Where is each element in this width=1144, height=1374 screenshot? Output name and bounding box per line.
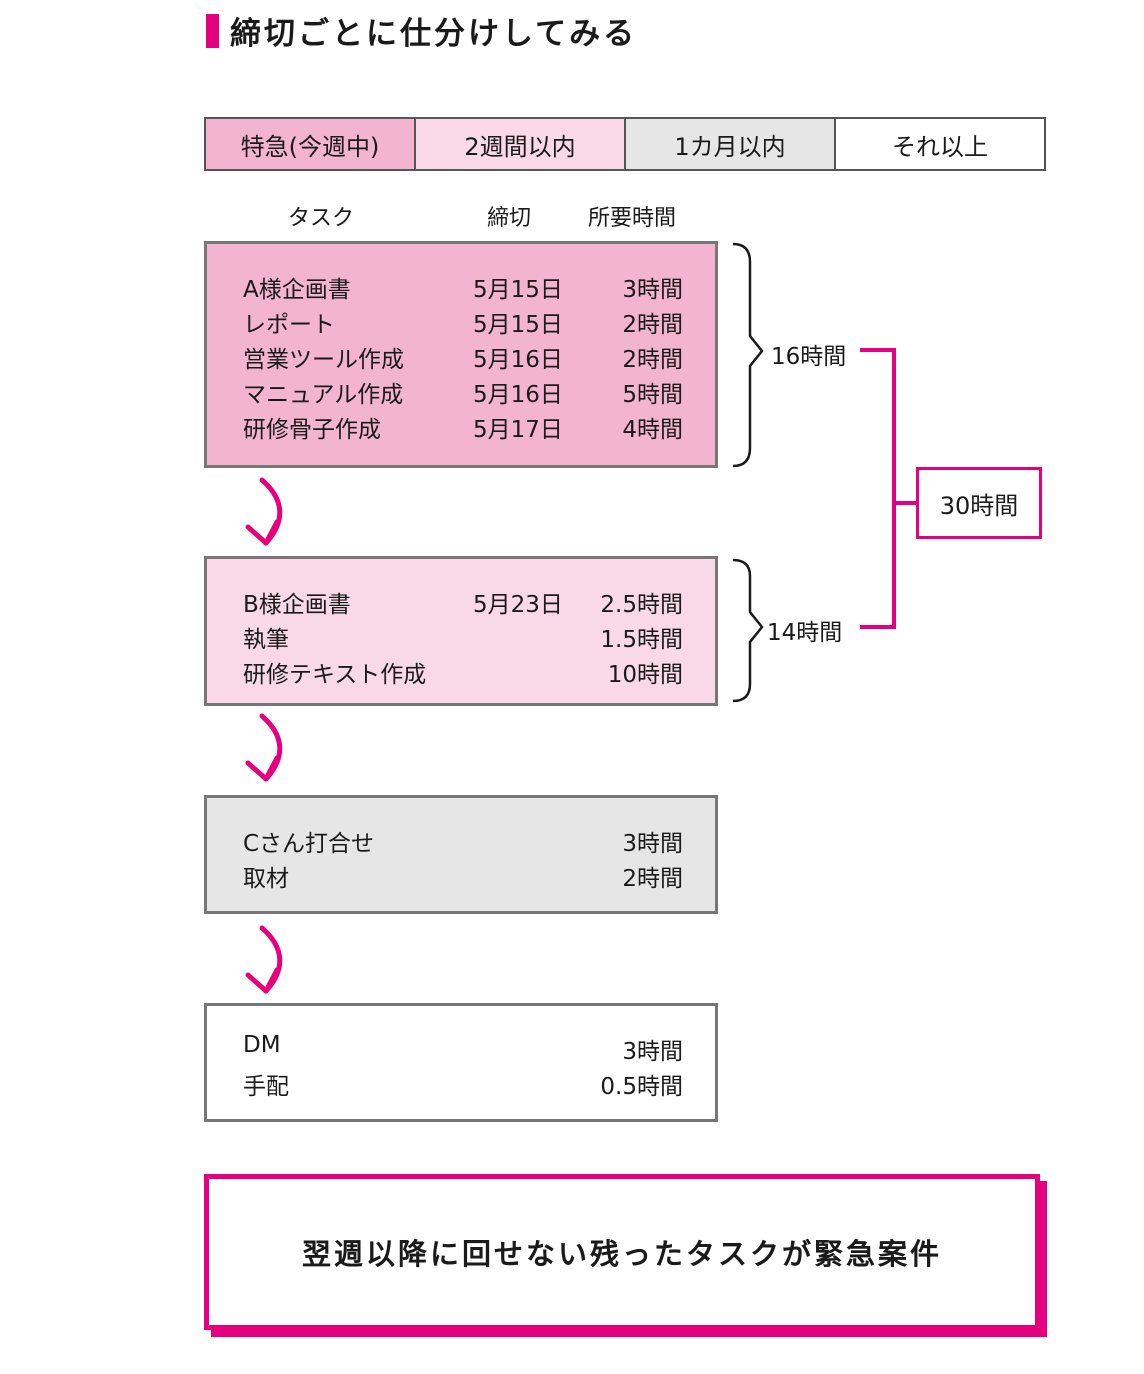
task-hours: 2時間 [622,866,683,892]
task-row: マニュアル作成 5月16日 5時間 [243,375,683,410]
task-row: 執筆 1.5時間 [243,620,683,655]
page-title: 締切ごとに仕分けしてみる [230,16,638,52]
group2-sum: 14時間 [767,620,843,646]
total-hours-box: 30時間 [916,467,1042,539]
task-deadline: 5月16日 [473,347,563,373]
task-group-later: DM 3時間 手配 0.5時間 [204,1003,718,1122]
legend-later: それ以上 [836,119,1044,169]
task-row: 取材 2時間 [243,859,683,894]
task-row: A様企画書 5月15日 3時間 [243,270,683,305]
column-header-deadline: 締切 [487,206,532,231]
task-hours: 1.5時間 [600,627,683,653]
brace-group1 [732,242,764,468]
task-name: A様企画書 [243,277,351,303]
task-name: レポート [243,312,335,338]
task-deadline: 5月16日 [473,382,563,408]
task-name: B様企画書 [243,592,351,618]
task-hours: 2時間 [622,347,683,373]
group1-sum: 16時間 [771,344,847,370]
legend-two-weeks: 2週間以内 [416,119,626,169]
task-hours: 3時間 [622,277,683,303]
task-row: Cさん打合せ 3時間 [243,824,683,859]
title-accent-bar [206,14,219,48]
task-row: 研修骨子作成 5月17日 4時間 [243,410,683,445]
task-deadline: 5月15日 [473,277,563,303]
column-header-task: タスク [288,206,355,231]
column-header-hours: 所要時間 [588,206,677,231]
connector-line [860,348,896,629]
task-deadline: 5月23日 [473,592,563,618]
task-group-two-weeks: B様企画書 5月23日 2.5時間 執筆 1.5時間 研修テキスト作成 10時間 [204,556,718,706]
task-name: 取材 [243,866,289,892]
task-deadline: 5月17日 [473,417,563,443]
task-hours: 4時間 [622,417,683,443]
task-row: B様企画書 5月23日 2.5時間 [243,585,683,620]
task-hours: 3時間 [622,831,683,857]
task-row: DM 3時間 [243,1032,683,1067]
task-deadline: 5月15日 [473,312,563,338]
task-name: 営業ツール作成 [243,347,404,373]
legend-urgent: 特急(今週中) [206,119,416,169]
deadline-legend: 特急(今週中) 2週間以内 1カ月以内 それ以上 [204,117,1046,171]
task-hours: 3時間 [622,1039,683,1065]
brace-group2 [732,558,764,703]
task-group-one-month: Cさん打合せ 3時間 取材 2時間 [204,795,718,914]
task-row: 研修テキスト作成 10時間 [243,655,683,690]
down-arrow-icon [245,925,283,994]
task-name: 研修骨子作成 [243,417,381,443]
task-row: 手配 0.5時間 [243,1067,683,1102]
task-hours: 2時間 [622,312,683,338]
task-name: Cさん打合せ [243,831,375,857]
task-row: レポート 5月15日 2時間 [243,305,683,340]
legend-one-month: 1カ月以内 [626,119,836,169]
task-name: 研修テキスト作成 [243,662,427,688]
task-name: 手配 [243,1074,289,1100]
task-group-urgent: A様企画書 5月15日 3時間 レポート 5月15日 2時間 営業ツール作成 5… [204,241,718,468]
down-arrow-icon [245,713,283,782]
task-name: DM [243,1032,281,1058]
task-name: マニュアル作成 [243,382,404,408]
task-hours: 0.5時間 [600,1074,683,1100]
task-row: 営業ツール作成 5月16日 2時間 [243,340,683,375]
down-arrow-icon [245,477,283,546]
task-name: 執筆 [243,627,289,653]
task-hours: 2.5時間 [600,592,683,618]
task-hours: 5時間 [622,382,683,408]
conclusion-box: 翌週以降に回せない残ったタスクが緊急案件 [204,1174,1040,1330]
task-hours: 10時間 [607,662,683,688]
